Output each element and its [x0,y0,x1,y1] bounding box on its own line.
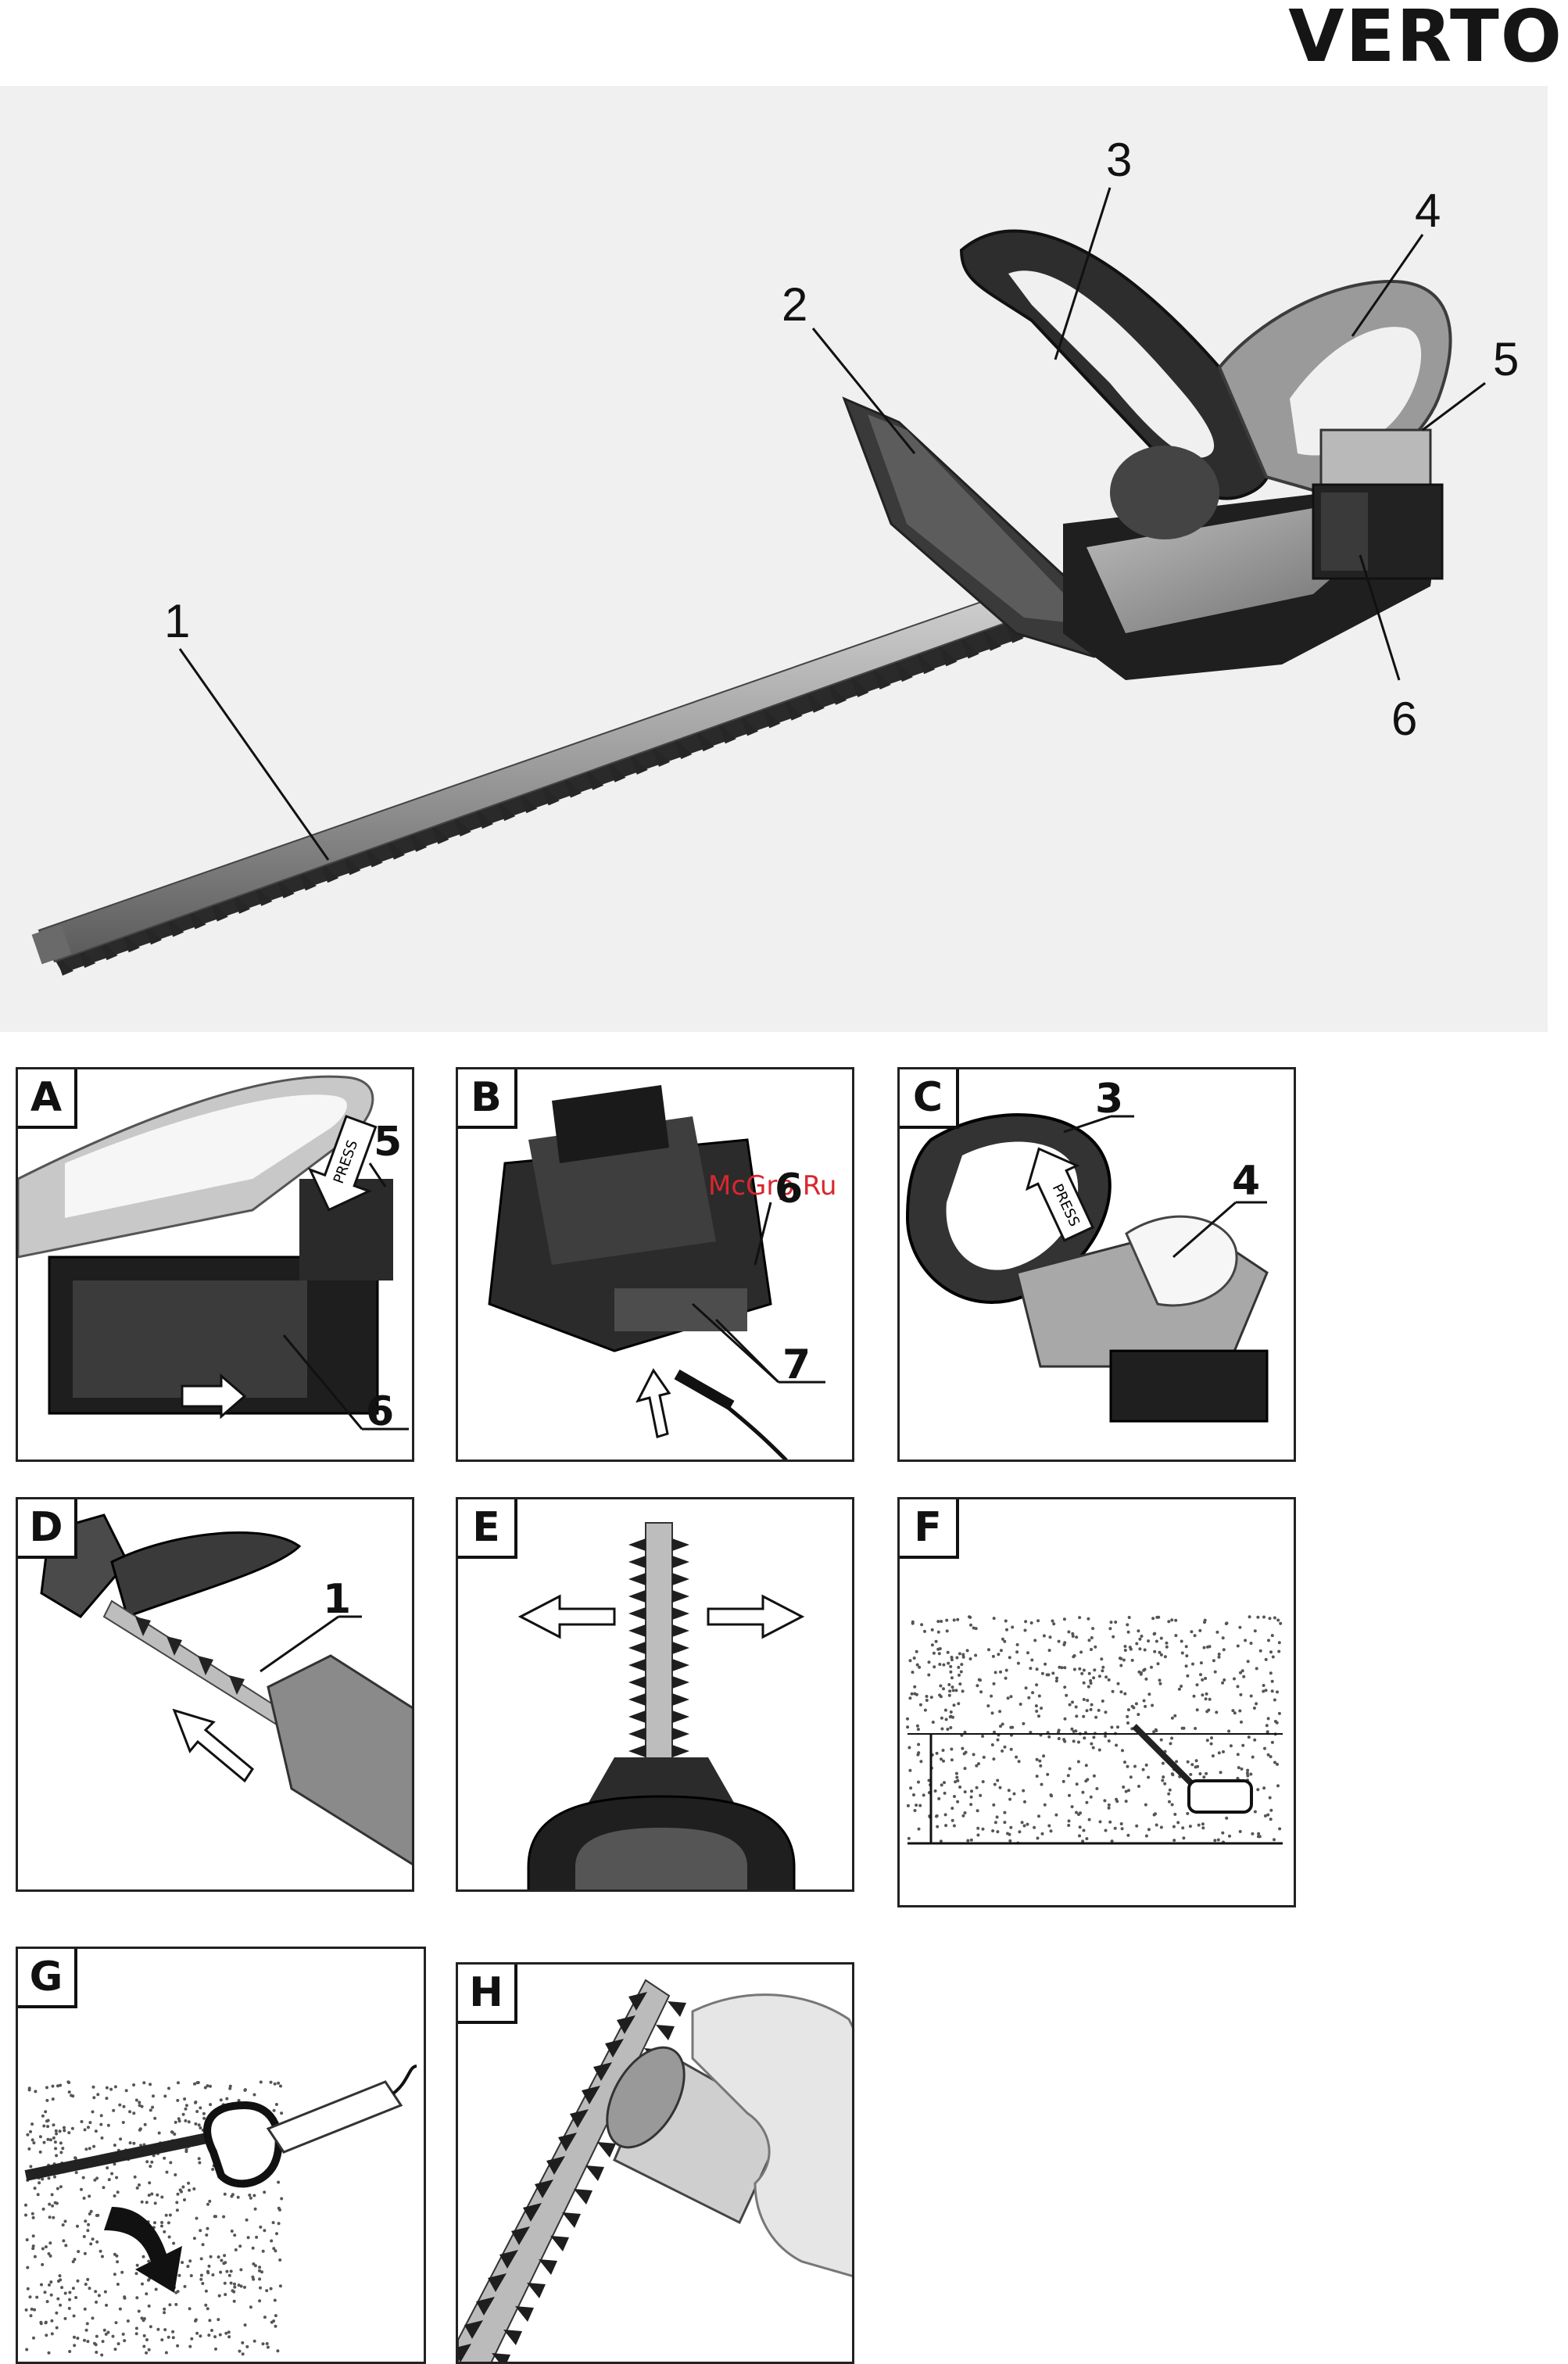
panel-e: E [456,1497,854,1892]
callout-6: 6 [775,1166,803,1212]
hedge-trimmer-illustration: 1 2 3 4 5 6 [0,86,1548,1032]
callout-1: 1 [323,1576,351,1623]
brand-logo: VERTO [1219,0,1568,70]
brand-logo-text: VERTO [1288,0,1563,70]
attach-arrow-icon [174,1710,252,1781]
insert-arrow-icon [638,1370,669,1437]
charger-plug-icon [677,1374,786,1460]
callout-5: 5 [374,1119,402,1166]
sweep-arrow-icon [104,2207,182,2293]
callout-6: 6 [1391,693,1417,745]
callout-4: 4 [1415,184,1441,237]
panel-c: C PRESS 3 4 [897,1067,1296,1462]
callout-5: 5 [1493,333,1519,385]
panel-d: D 1 [16,1497,414,1892]
callout-3: 3 [1106,134,1132,186]
left-arrow-icon [521,1596,614,1637]
blade-bar [39,571,1087,962]
watermark: McGrp.Ru [708,1170,836,1202]
panel-g: G [16,1947,426,2364]
panel-label: B [458,1069,517,1129]
callout-1: 1 [164,595,190,647]
callout-6: 6 [366,1388,394,1435]
callout-2: 2 [782,278,807,331]
panel-label: A [18,1069,77,1129]
panel-h: H [456,1962,854,2364]
callout-4: 4 [1232,1158,1260,1205]
panel-f: F [897,1497,1296,1907]
panel-label: F [900,1499,959,1559]
panel-label: H [458,1965,517,2024]
blade-cover [268,1656,414,1867]
callout-7: 7 [782,1341,811,1388]
hedge-trimmer-overview: 1 2 3 4 5 6 [0,86,1548,1032]
callout-3: 3 [1095,1076,1123,1123]
panel-label: D [18,1499,77,1559]
battery-pack [1313,430,1442,578]
panel-b: B McGrp.Ru 6 7 [456,1067,854,1462]
panel-label: C [900,1069,959,1129]
right-arrow-icon [708,1596,802,1637]
panel-a: A PRESS 5 6 [16,1067,414,1462]
panel-label: E [458,1499,517,1559]
panel-label: G [18,1949,77,2008]
